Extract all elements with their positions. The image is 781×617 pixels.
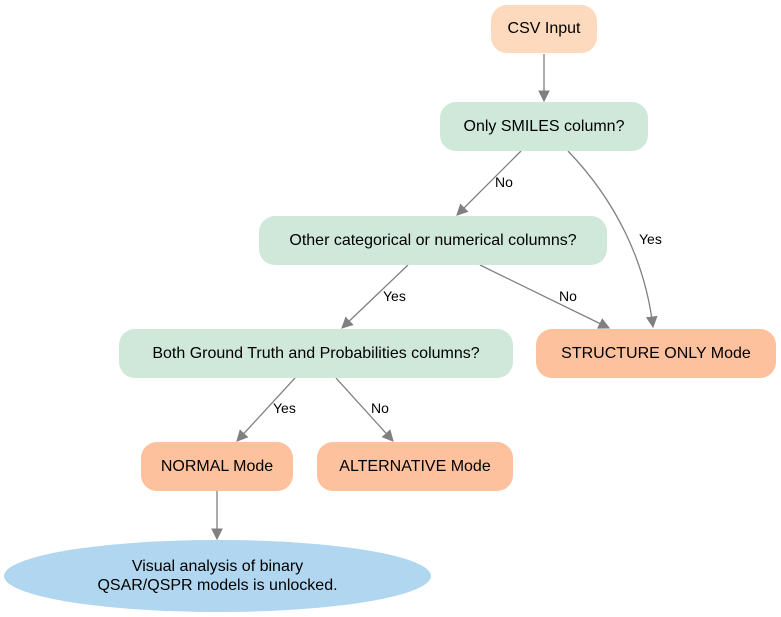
node-csv-input-label: CSV Input — [507, 20, 581, 37]
edge-label-other-yes: Yes — [383, 288, 406, 304]
edge-label-smiles-yes: Yes — [639, 231, 662, 247]
edge-both-no — [335, 377, 394, 442]
edge-both-yes — [236, 377, 296, 442]
node-normal-mode-label: NORMAL Mode — [160, 457, 274, 475]
node-other-columns-decision: Other categorical or numerical columns? — [259, 216, 607, 265]
node-result-ellipse: Visual analysis of binary QSAR/QSPR mode… — [4, 540, 431, 612]
edge-other-yes — [341, 264, 409, 329]
node-only-smiles-decision: Only SMILES column? — [440, 102, 648, 151]
node-result-line1: Visual analysis of binary — [131, 558, 304, 575]
node-both-columns-label: Both Ground Truth and Probabilities colu… — [152, 344, 480, 362]
edge-smiles-yes — [567, 150, 658, 329]
edge-label-both-yes: Yes — [273, 400, 296, 416]
node-only-smiles-label: Only SMILES column? — [463, 117, 625, 135]
node-csv-input: CSV Input — [491, 5, 597, 53]
edge-label-other-no: No — [559, 288, 577, 304]
edge-label-smiles-no: No — [495, 174, 513, 190]
node-both-columns-decision: Both Ground Truth and Probabilities colu… — [119, 329, 513, 378]
node-alternative-mode-label: ALTERNATIVE Mode — [339, 457, 491, 475]
edge-smiles-no — [456, 150, 522, 216]
node-other-columns-label: Other categorical or numerical columns? — [289, 231, 577, 249]
edge-other-no — [479, 264, 611, 329]
node-result-line2: QSAR/QSPR models is unlocked. — [97, 577, 338, 594]
node-alternative-mode: ALTERNATIVE Mode — [317, 442, 513, 491]
node-structure-only-mode: STRUCTURE ONLY Mode — [536, 329, 776, 378]
node-normal-mode: NORMAL Mode — [141, 442, 293, 491]
node-structure-only-label: STRUCTURE ONLY Mode — [561, 344, 751, 362]
edge-label-both-no: No — [371, 400, 389, 416]
